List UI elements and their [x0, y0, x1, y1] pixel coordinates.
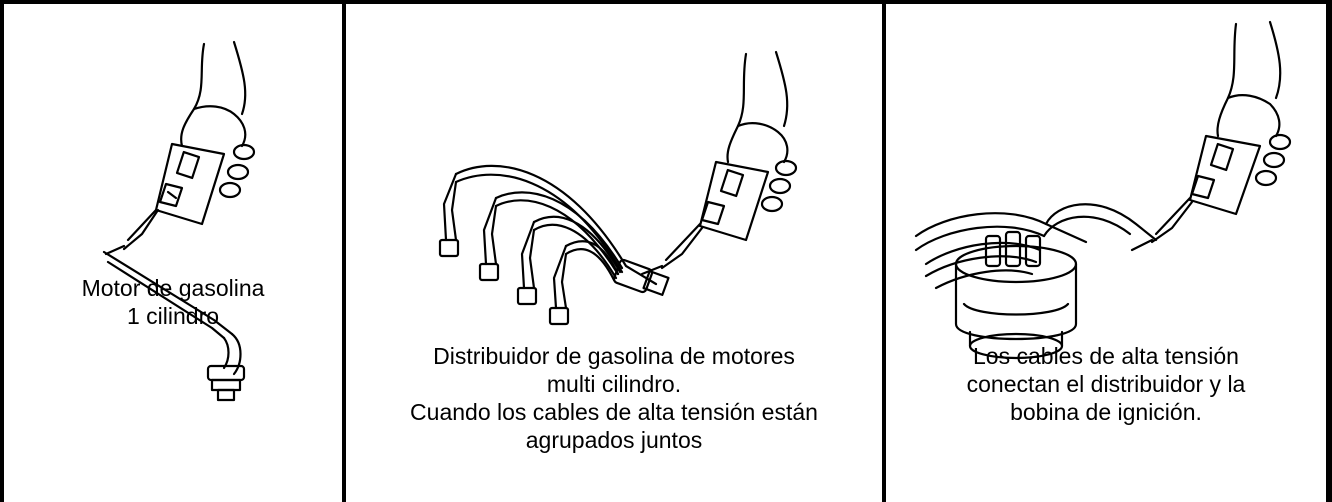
table-right-border: [1326, 0, 1332, 502]
table-top-border: [0, 0, 1332, 4]
tester-ignition-coil-illustration: [914, 20, 1292, 360]
tester-single-cylinder-illustration: [102, 40, 256, 402]
panel-ignition-coil: Los cables de alta tensión conectan el d…: [886, 4, 1326, 502]
panel-multi-cylinder: Distribuidor de gasolina de motores mult…: [346, 4, 882, 502]
tester-multi-cylinder-illustration: [438, 50, 798, 326]
column-divider-2: [882, 0, 886, 502]
caption-multi-cylinder: Distribuidor de gasolina de motores mult…: [410, 343, 818, 453]
column-divider-1: [342, 0, 346, 502]
caption-ignition-coil: Los cables de alta tensión conectan el d…: [966, 343, 1246, 425]
caption-single-cylinder: Motor de gasolina 1 cilindro: [81, 275, 265, 329]
table-left-border: [0, 0, 4, 502]
panel-single-cylinder: Motor de gasolina 1 cilindro: [4, 4, 342, 502]
